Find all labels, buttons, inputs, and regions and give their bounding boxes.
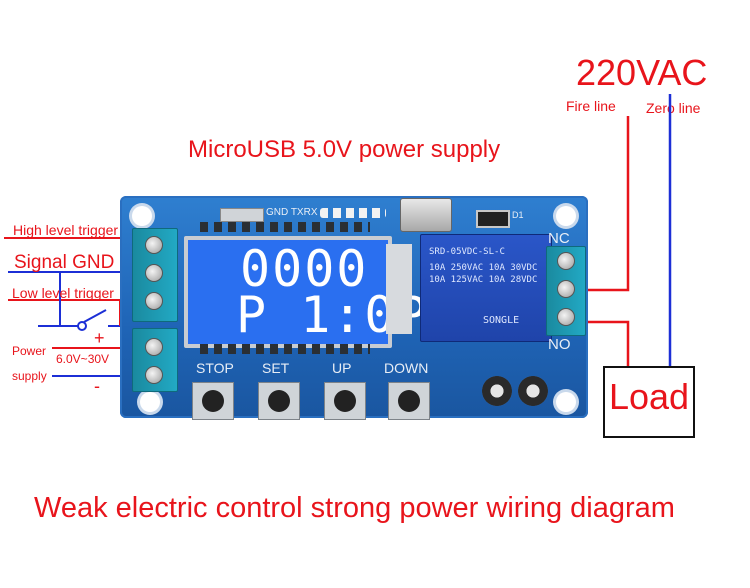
- load-label: Load: [608, 376, 690, 417]
- terminal-screw: [145, 366, 163, 384]
- header-label: GND TXRX: [266, 207, 318, 218]
- stop-button[interactable]: [192, 382, 234, 420]
- mounting-hole-br: [556, 392, 576, 412]
- terminal-screw: [557, 280, 575, 298]
- voltage-range-label: 6.0V~30V: [56, 352, 110, 366]
- lcd-display: 0000 P 1:0P: [184, 236, 427, 348]
- lcd-pins-bottom: [200, 344, 370, 354]
- set-button[interactable]: [258, 382, 300, 420]
- mounting-hole-bl: [140, 392, 160, 412]
- mounting-hole-tl: [132, 206, 152, 226]
- relay-spec-1: 10A 250VAC 10A 30VDC: [429, 263, 538, 273]
- low-trigger-label: Low level trigger: [12, 285, 114, 301]
- zero-line-label: Zero line: [646, 100, 701, 116]
- set-label: SET: [262, 360, 290, 376]
- nc-label: NC: [548, 230, 570, 247]
- lcd-pins-top: [200, 222, 370, 232]
- terminal-screw: [145, 264, 163, 282]
- display-line-1: 0000: [240, 240, 369, 298]
- fire-wire: [582, 116, 630, 292]
- supply-label: supply: [12, 369, 47, 383]
- micro-usb-port[interactable]: [400, 198, 452, 232]
- no-label: NO: [548, 336, 571, 353]
- terminal-screw: [557, 308, 575, 326]
- up-button[interactable]: [324, 382, 366, 420]
- fire-line-label: Fire line: [566, 98, 616, 114]
- mounting-hole-tr: [556, 206, 576, 226]
- up-label: UP: [332, 360, 352, 376]
- terminal-screw: [145, 236, 163, 254]
- terminal-screw: [145, 338, 163, 356]
- capacitor: [518, 376, 548, 406]
- usb-power-title: MicroUSB 5.0V power supply: [188, 136, 501, 163]
- terminal-screw: [557, 252, 575, 270]
- power-plus-sign: +: [94, 328, 105, 348]
- relay-brand: SONGLE: [483, 315, 520, 326]
- stop-label: STOP: [196, 360, 234, 376]
- terminal-screw: [145, 292, 163, 310]
- high-trigger-label: High level trigger: [13, 222, 119, 238]
- diagram-caption: Weak electric control strong power wirin…: [34, 492, 675, 524]
- power-minus-arrow: [52, 371, 130, 381]
- lcd-edge: [386, 244, 412, 334]
- relay-model: SRD-05VDC-SL-C: [429, 247, 505, 257]
- signal-gnd-label: Signal GND: [14, 252, 115, 273]
- diode: [476, 210, 510, 228]
- diode-label: D1: [512, 210, 524, 220]
- ac-voltage-title: 220VAC: [576, 52, 708, 93]
- relay-spec-2: 10A 125VAC 10A 28VDC: [429, 275, 538, 285]
- down-label: DOWN: [384, 360, 429, 376]
- no-to-load-wire: [582, 320, 630, 366]
- power-minus-sign: -: [94, 376, 100, 396]
- relay: SRD-05VDC-SL-C 10A 250VAC 10A 30VDC 10A …: [420, 234, 552, 342]
- load-box: [603, 366, 695, 438]
- capacitor: [482, 376, 512, 406]
- power-label: Power: [12, 344, 47, 358]
- down-button[interactable]: [388, 382, 430, 420]
- header-pins: [220, 208, 264, 222]
- test-pads: [320, 208, 386, 218]
